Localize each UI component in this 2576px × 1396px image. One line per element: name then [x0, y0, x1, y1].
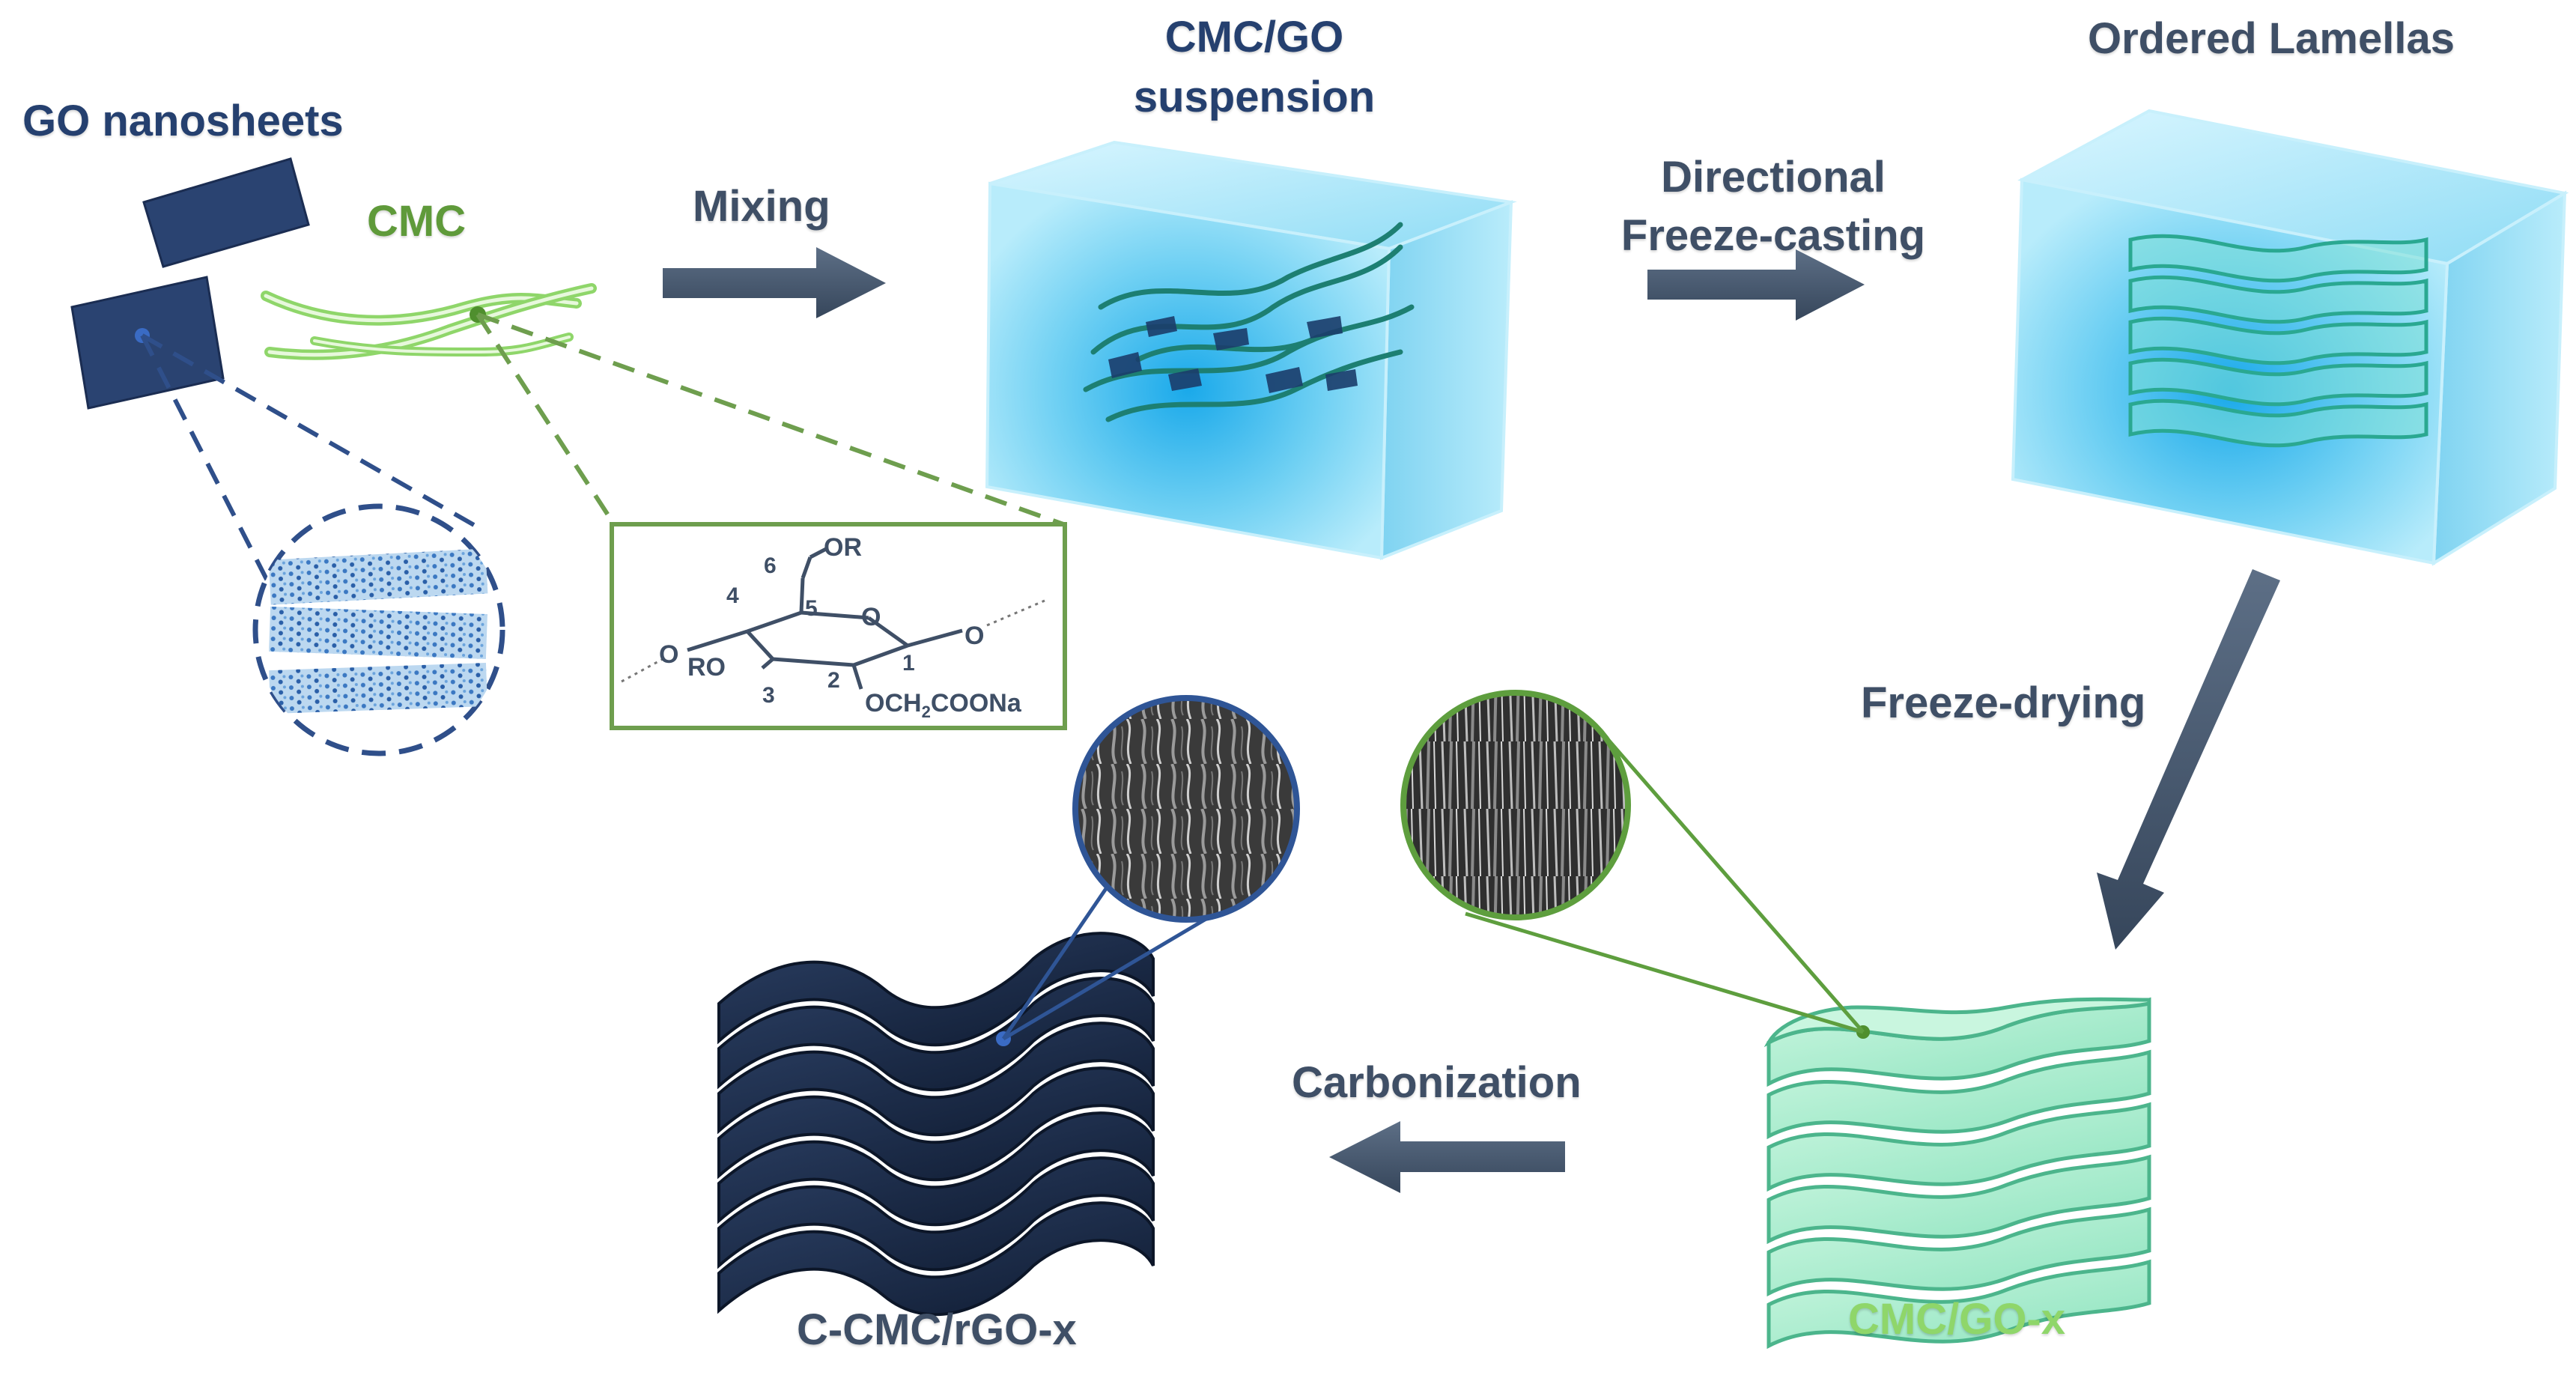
- c-cmc-rgo-x-foam: [717, 932, 1155, 1317]
- suspension-title-line2: suspension: [1133, 73, 1376, 121]
- carbonization-arrow: [1329, 1121, 1565, 1193]
- or-top-label: OR: [824, 533, 862, 562]
- carbon-number-4: 4: [726, 583, 739, 608]
- ro-label: RO: [687, 653, 726, 682]
- carbon-number-3: 3: [762, 683, 775, 708]
- cmc-label: CMC: [367, 197, 467, 246]
- suspension-title: CMC/GO suspension: [1078, 7, 1430, 127]
- ordered-lamellas-label: Ordered Lamellas: [2088, 14, 2455, 63]
- glucose-ring: [687, 546, 963, 690]
- mixing-label: Mixing: [693, 182, 830, 231]
- carbon-number-1: 1: [902, 651, 915, 676]
- right-o-label: O: [965, 622, 984, 650]
- suspension-title-line1: CMC/GO: [1164, 13, 1344, 61]
- freeze-drying-label: Freeze-drying: [1861, 679, 2146, 727]
- carbon-number-5: 5: [805, 596, 818, 621]
- ring-o-label: O: [861, 603, 881, 631]
- freeze-drying-arrow: [2097, 569, 2280, 950]
- sem-c-cmc-rgo-x: [1001, 695, 1300, 1041]
- left-o-label: O: [659, 640, 678, 669]
- lamella-sheets: [2128, 234, 2428, 448]
- freeze-casting-line2: Freeze-casting: [1620, 211, 1926, 260]
- suspension-block: [985, 140, 1517, 560]
- cmc-zoom-lines: [476, 312, 1065, 526]
- sem-cmc-go-x: [1400, 690, 1865, 1034]
- cmc-go-x-label: CMC/GO-x: [1848, 1295, 2065, 1344]
- carbonization-label: Carbonization: [1292, 1058, 1582, 1107]
- carbon-number-6: 6: [764, 553, 777, 578]
- mixing-arrow: [663, 247, 886, 318]
- cmc-strands: [261, 283, 597, 360]
- suspension-go-flakes: [1108, 316, 1358, 393]
- carbon-number-2: 2: [827, 668, 840, 693]
- freeze-casting-label: Directional Freeze-casting: [1586, 148, 1960, 265]
- substituent-label: OCH2COONa: [865, 689, 1022, 721]
- cmc-go-x-foam: [1764, 997, 2151, 1350]
- go-nanosheet-1: [142, 157, 310, 268]
- freeze-casting-arrow: [1647, 249, 1865, 321]
- go-zoom-circle: [252, 503, 505, 756]
- c-cmc-rgo-x-label: C-CMC/rGO-x: [797, 1305, 1077, 1354]
- go-zoom-lines: [140, 333, 481, 638]
- cmc-structure-box: OR O O O RO OCH2COONa 1 2 3 4 5 6: [610, 522, 1067, 730]
- freeze-casting-line1: Directional: [1661, 153, 1886, 201]
- go-nanosheets-label: GO nanosheets: [22, 97, 344, 145]
- lamellas-block: [2011, 109, 2569, 566]
